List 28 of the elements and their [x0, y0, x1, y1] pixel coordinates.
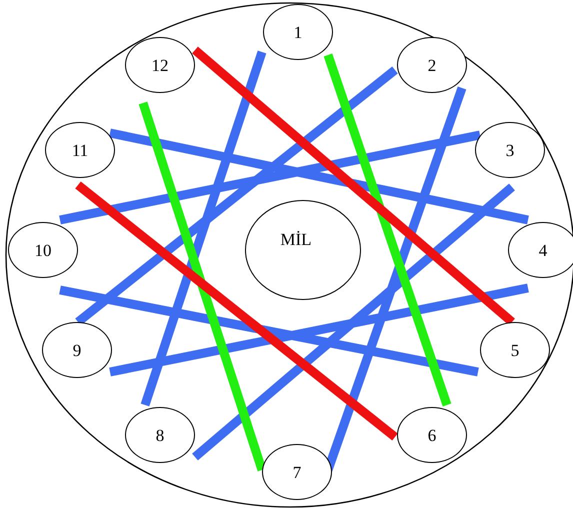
connector-line — [59, 286, 479, 376]
numbered-circle — [262, 444, 332, 500]
numbered-circle — [125, 407, 195, 463]
circle-number: 2 — [428, 56, 436, 74]
circle-number: 8 — [156, 426, 164, 444]
circle-number: 7 — [292, 464, 302, 480]
numbered-circle — [397, 407, 467, 463]
circle-number: 1 — [294, 24, 302, 40]
connector-line — [138, 102, 266, 472]
connector-line — [75, 181, 398, 441]
circle-number: 10 — [34, 242, 52, 258]
connector-line — [109, 128, 529, 224]
circle-number: 9 — [72, 342, 82, 358]
connector-line — [109, 284, 529, 376]
circle-number: 12 — [152, 56, 168, 74]
circle-number: 3 — [506, 142, 514, 158]
circle-number: 4 — [538, 242, 548, 258]
numbered-circle — [42, 322, 112, 378]
numbered-circle — [125, 37, 195, 93]
connector-line — [140, 50, 266, 406]
connector-line — [59, 130, 481, 224]
circle-number: 5 — [510, 342, 520, 358]
numbered-circle — [508, 222, 573, 278]
connector-line — [324, 54, 452, 406]
numbered-circle — [263, 4, 333, 60]
center-label: MİL — [280, 231, 312, 248]
circle-number: 11 — [72, 142, 88, 158]
circle-number: 6 — [428, 426, 436, 444]
